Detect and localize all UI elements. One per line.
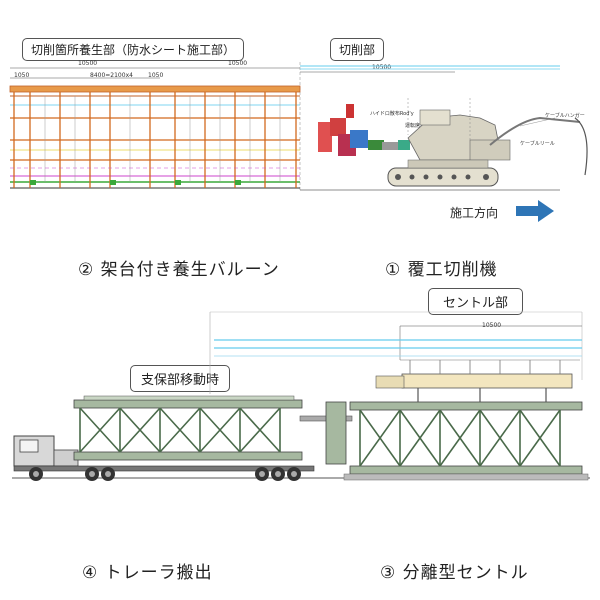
caption-centle: ③ 分離型セントル	[380, 563, 529, 583]
machine-label-reel: ケーブルリール	[520, 141, 555, 147]
balloon-frame-drawing	[9, 62, 560, 190]
direction-label: 施工方向	[450, 206, 499, 220]
label-cutting-section: 切削部	[330, 38, 385, 61]
machine-label-cab: 運転席	[405, 123, 421, 129]
dim-small-2: 1050	[148, 72, 164, 79]
label-curing-section: 切削箇所養生部（防水シート施工部）	[22, 38, 245, 61]
dim-right-top: 10500	[372, 64, 392, 71]
dim-mid-top: 10500	[228, 60, 248, 67]
label-centle-section: セントル部	[428, 288, 524, 315]
dim-span: 8400=2100x4	[90, 72, 133, 79]
dim-small-1: 1050	[14, 72, 30, 79]
caption-trailer: ④ トレーラ搬出	[82, 563, 213, 583]
label-support-moving: 支保部移動時	[130, 365, 231, 392]
dim-centle: 10500	[482, 322, 502, 329]
machine-label-rod: ハイドロ散布Rod'y	[370, 111, 414, 117]
machine-label-hanger: ケーブルハンガー	[545, 113, 585, 119]
direction-arrow-icon	[516, 200, 554, 222]
cutting-machine-drawing	[300, 98, 588, 191]
caption-cutting-machine: ① 覆工切削機	[385, 260, 498, 280]
caption-balloon: ② 架台付き養生バルーン	[78, 260, 280, 280]
dim-left-top: 10500	[78, 60, 98, 67]
